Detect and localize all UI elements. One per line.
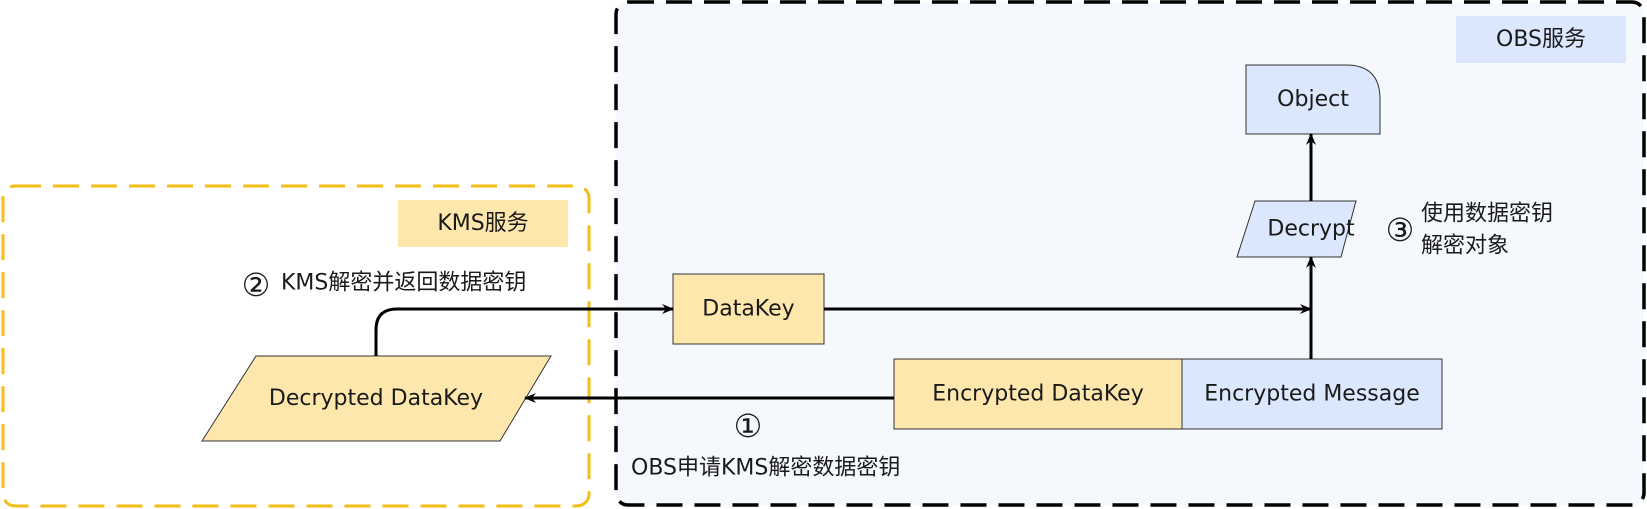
encrypted-message-node [1181,358,1443,430]
obs-label-box [1456,16,1626,63]
step3-label-line1: 使用数据密钥 [1421,202,1553,227]
encrypted-datakey-label: Encrypted DataKey [932,382,1144,407]
step1-label: OBS申请KMS解密数据密钥 [631,456,900,481]
kms-label: KMS服务 [437,211,528,236]
step3-number: ③ [1386,211,1415,249]
step3-label-line2: 解密对象 [1421,234,1509,259]
kms-region [1,184,591,508]
step2-label: KMS解密并返回数据密钥 [281,271,526,296]
encrypted-datakey-node [893,358,1183,430]
encrypted-message-label: Encrypted Message [1204,382,1420,407]
decrypted-datakey-label: Decrypted DataKey [269,386,483,411]
arrow-decrypted-to-datakey [374,304,674,356]
step1-number: ① [734,407,763,445]
object-label: Object [1277,87,1349,112]
datakey-label: DataKey [702,297,794,322]
step2-number: ② [242,266,271,304]
decrypt-label: Decrypt [1267,217,1355,242]
kms-label-box [398,200,568,247]
decrypt-node [1236,200,1357,258]
object-node [1245,64,1381,135]
decrypted-datakey-node [201,355,552,442]
obs-label: OBS服务 [1496,27,1586,52]
